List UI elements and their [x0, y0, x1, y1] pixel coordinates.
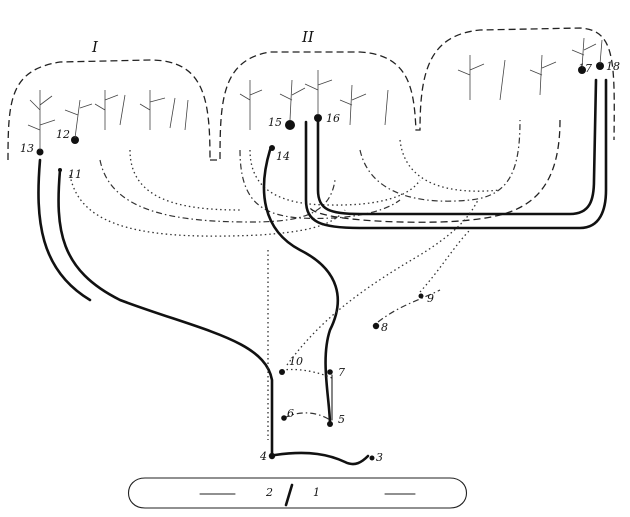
node-label-3: 3	[376, 451, 383, 464]
node-label-11: 11	[68, 168, 82, 181]
spinal-connections	[267, 199, 479, 440]
association-loop	[304, 78, 608, 230]
node-label-12: 12	[56, 128, 70, 141]
node-label-10: 10	[289, 355, 303, 368]
node-label-8: 8	[381, 321, 388, 334]
node-label-7: 7	[338, 366, 345, 379]
base-loop	[128, 477, 467, 509]
node-label-9: 9	[427, 292, 434, 305]
node-label-14: 14	[276, 150, 290, 163]
node-label-2: 2	[265, 486, 273, 499]
node-label-5: 5	[338, 413, 345, 426]
node-labels: 1 2 3 4 5 6 7 8 9 10 11 12 13 14 15 16 1…	[20, 60, 620, 499]
node-label-18: 18	[606, 60, 620, 73]
node-label-4: 4	[259, 450, 267, 463]
neuron-cell-bodies	[36, 62, 604, 461]
node-label-1: 1	[313, 486, 320, 499]
pyramidal-dendrites	[27, 37, 603, 150]
descending-tracts	[37, 148, 370, 466]
region-labels: I II	[91, 28, 315, 56]
node-label-16: 16	[326, 112, 340, 125]
cortical-fiber-loops	[69, 119, 561, 237]
node-label-13: 13	[20, 142, 34, 155]
region-label-ii: II	[301, 28, 315, 46]
region-label-i: I	[91, 38, 99, 56]
node-label-15: 15	[268, 116, 282, 129]
cortex-region-outlines	[7, 27, 615, 161]
node-label-17: 17	[578, 62, 592, 75]
node-label-6: 6	[287, 407, 294, 420]
